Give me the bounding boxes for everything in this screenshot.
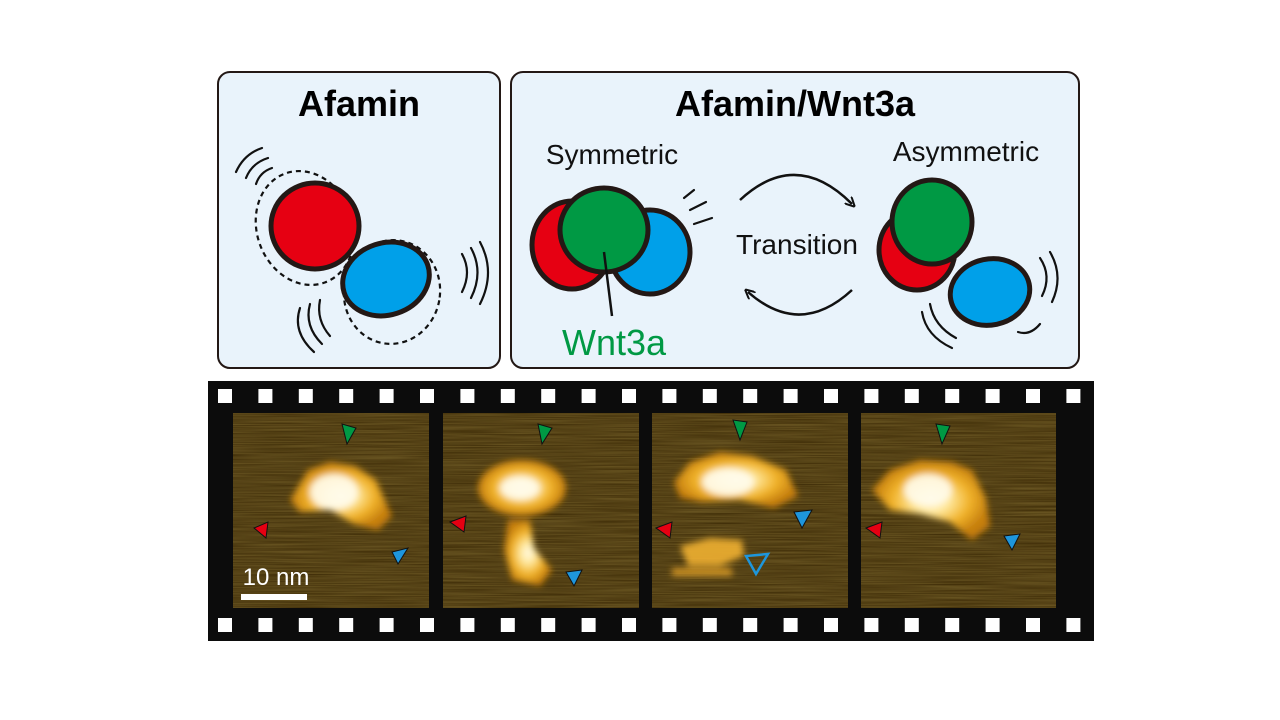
sprocket-hole (702, 618, 717, 632)
sprocket-hole (500, 618, 515, 632)
sprocket-hole (218, 618, 232, 632)
label-wnt3a: Wnt3a (562, 322, 667, 363)
afm-frame-2 (443, 413, 639, 608)
sprocket-hole (460, 389, 475, 403)
arrow-reverse-transition (748, 290, 853, 316)
blue-arrowhead (1003, 533, 1021, 552)
panel-afamin-wnt3a: Afamin/Wnt3a Symmetric Asymmetric Wnt3a … (510, 71, 1080, 369)
sprocket-hole (581, 618, 596, 632)
green-arrowhead (935, 423, 951, 446)
asymmetric-blue-domain (947, 256, 1033, 328)
sprocket-hole (541, 389, 556, 403)
sprocket-hole (864, 389, 879, 403)
sprocket-hole (702, 389, 717, 403)
afm-frame-1: 10 nm (233, 413, 429, 608)
panel-afamin-title: Afamin (298, 83, 420, 124)
red-arrowhead (448, 515, 467, 533)
sprocket-hole (1066, 389, 1081, 403)
sprocket-hole (783, 618, 798, 632)
red-arrowhead (654, 521, 673, 539)
sprocket-hole (500, 389, 515, 403)
sprocket-hole (783, 389, 798, 403)
motion-lines-bottom (296, 298, 332, 354)
sprocket-hole (541, 618, 556, 632)
sprocket-hole (985, 389, 1000, 403)
blue-arrowhead (565, 569, 583, 588)
sprocket-hole (379, 618, 394, 632)
sprocket-hole (218, 389, 232, 403)
scale-bar (241, 594, 307, 600)
blue-arrowhead-outline (743, 552, 771, 577)
motion-lines-top-left (234, 146, 274, 186)
sprocket-hole (339, 618, 354, 632)
sprocket-hole (864, 618, 879, 632)
sprocket-hole (379, 389, 394, 403)
green-arrowhead (732, 419, 748, 442)
sprocket-hole (420, 618, 434, 632)
afamin-red-domain (268, 180, 362, 272)
label-symmetric: Symmetric (546, 139, 678, 170)
red-arrowhead (253, 521, 269, 539)
arrow-forward-transition (739, 173, 852, 204)
afm-filmstrip: 10 nm (208, 381, 1094, 641)
afm-frame-4 (861, 413, 1056, 608)
sprocket-hole (339, 389, 354, 403)
sprocket-hole (1026, 389, 1040, 403)
sprocket-hole (904, 618, 919, 632)
wnt3a-pointer-line (602, 251, 614, 317)
sprocket-hole (1026, 618, 1040, 632)
green-arrowhead (537, 423, 553, 446)
sprocket-hole (743, 618, 758, 632)
sprocket-hole (622, 389, 636, 403)
sprocket-hole (622, 618, 636, 632)
symmetric-green-wnt3a (557, 185, 651, 275)
sprocket-hole (420, 389, 434, 403)
motion-lines-asymmetric-bottom (920, 302, 1042, 350)
green-arrowhead (341, 423, 357, 446)
motion-lines-symmetric (682, 188, 714, 226)
sprocket-holes-top (218, 389, 1081, 403)
motion-lines-right (460, 240, 490, 306)
sprocket-hole (1066, 618, 1081, 632)
panel-afamin-wnt3a-title: Afamin/Wnt3a (675, 83, 916, 124)
symmetric-complex (529, 185, 714, 317)
blue-arrowhead (793, 509, 813, 530)
afm-frame-3 (652, 413, 848, 608)
sprocket-hole (581, 389, 596, 403)
sprocket-hole (662, 389, 677, 403)
sprocket-holes-bottom (218, 618, 1081, 632)
scale-bar-label: 10 nm (243, 564, 310, 591)
asymmetric-complex (876, 177, 1059, 350)
sprocket-hole (904, 389, 919, 403)
label-transition: Transition (736, 229, 858, 260)
asymmetric-green-wnt3a (889, 177, 975, 267)
afamin-blue-domain (340, 239, 432, 319)
sprocket-hole (662, 618, 677, 632)
motion-lines-asymmetric-right (1038, 250, 1059, 304)
blue-arrowhead (391, 547, 410, 566)
sprocket-hole (824, 389, 838, 403)
sprocket-hole (460, 618, 475, 632)
panel-afamin: Afamin (217, 71, 501, 369)
sprocket-hole (824, 618, 838, 632)
red-arrowhead (864, 521, 883, 539)
sprocket-hole (945, 389, 960, 403)
sprocket-hole (258, 389, 273, 403)
sprocket-hole (258, 618, 273, 632)
sprocket-hole (985, 618, 1000, 632)
sprocket-hole (298, 618, 313, 632)
sprocket-hole (743, 389, 758, 403)
label-asymmetric: Asymmetric (893, 136, 1039, 167)
sprocket-hole (298, 389, 313, 403)
sprocket-hole (945, 618, 960, 632)
